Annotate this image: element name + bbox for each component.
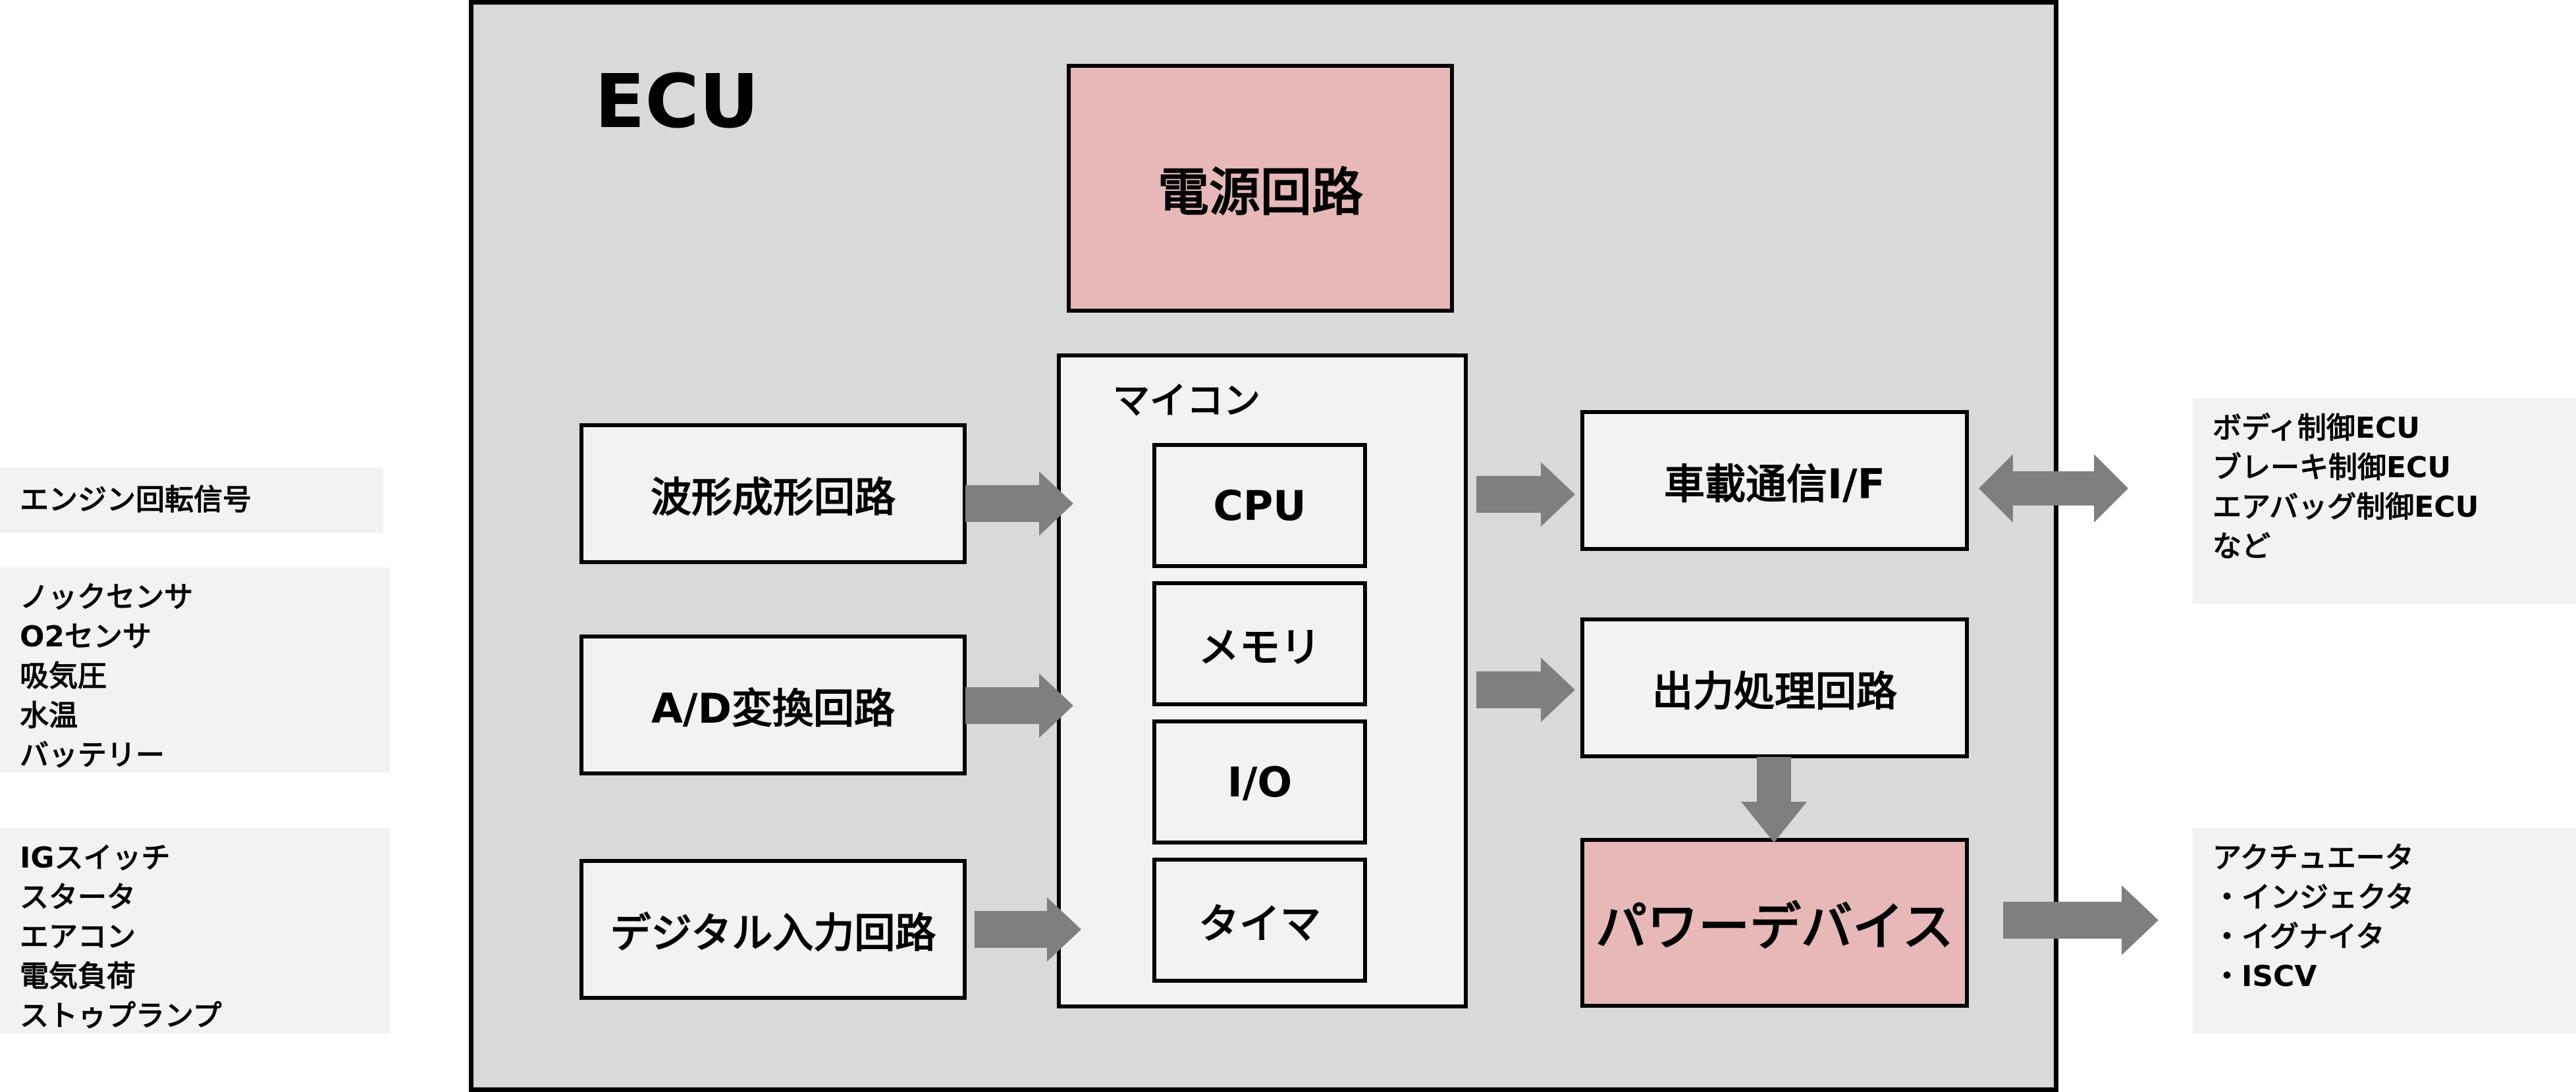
microcontroller-title: マイコン — [1113, 380, 1260, 423]
vehicle-comm-if-block: 車載通信I/F — [1580, 410, 1969, 551]
io-label: I/O — [1227, 758, 1293, 806]
output-actuators: アクチュエータ ・インジェクタ ・イグナイタ ・ISCV — [2193, 828, 2576, 1033]
memory-label: メモリ — [1198, 623, 1321, 671]
power-device-block: パワーデバイス — [1580, 838, 1969, 1008]
ecu-title: ECU — [595, 59, 759, 145]
digital-input-label: デジタル入力回路 — [610, 909, 936, 957]
io-block: I/O — [1152, 719, 1367, 845]
power-circuit-label: 電源回路 — [1157, 163, 1363, 222]
output-ecus: ボディ制御ECU ブレーキ制御ECU エアバッグ制御ECU など — [2193, 398, 2576, 604]
output-processing-block: 出力処理回路 — [1580, 617, 1969, 758]
ad-converter-block: A/D変換回路 — [579, 635, 967, 775]
input-switches: IGスイッチ スタータ エアコン 電気負荷 ストゥプランプ — [0, 828, 390, 1033]
vehicle-comm-if-label: 車載通信I/F — [1663, 460, 1886, 508]
waveform-shaping-block: 波形成形回路 — [579, 423, 967, 564]
cpu-label: CPU — [1213, 481, 1306, 530]
power-circuit-block: 電源回路 — [1067, 64, 1454, 313]
power-device-label: パワーデバイス — [1596, 898, 1954, 957]
digital-input-block: デジタル入力回路 — [579, 859, 967, 1000]
input-sensors: ノックセンサ O2センサ 吸気圧 水温 バッテリー — [0, 567, 390, 773]
timer-block: タイマ — [1152, 858, 1367, 983]
memory-block: メモリ — [1152, 581, 1367, 706]
ad-converter-label: A/D変換回路 — [651, 685, 896, 733]
output-processing-label: 出力処理回路 — [1651, 667, 1897, 715]
timer-label: タイマ — [1198, 900, 1321, 948]
cpu-block: CPU — [1152, 443, 1367, 568]
input-engine-speed: エンジン回転信号 — [0, 467, 383, 533]
waveform-shaping-label: 波形成形回路 — [650, 473, 896, 521]
